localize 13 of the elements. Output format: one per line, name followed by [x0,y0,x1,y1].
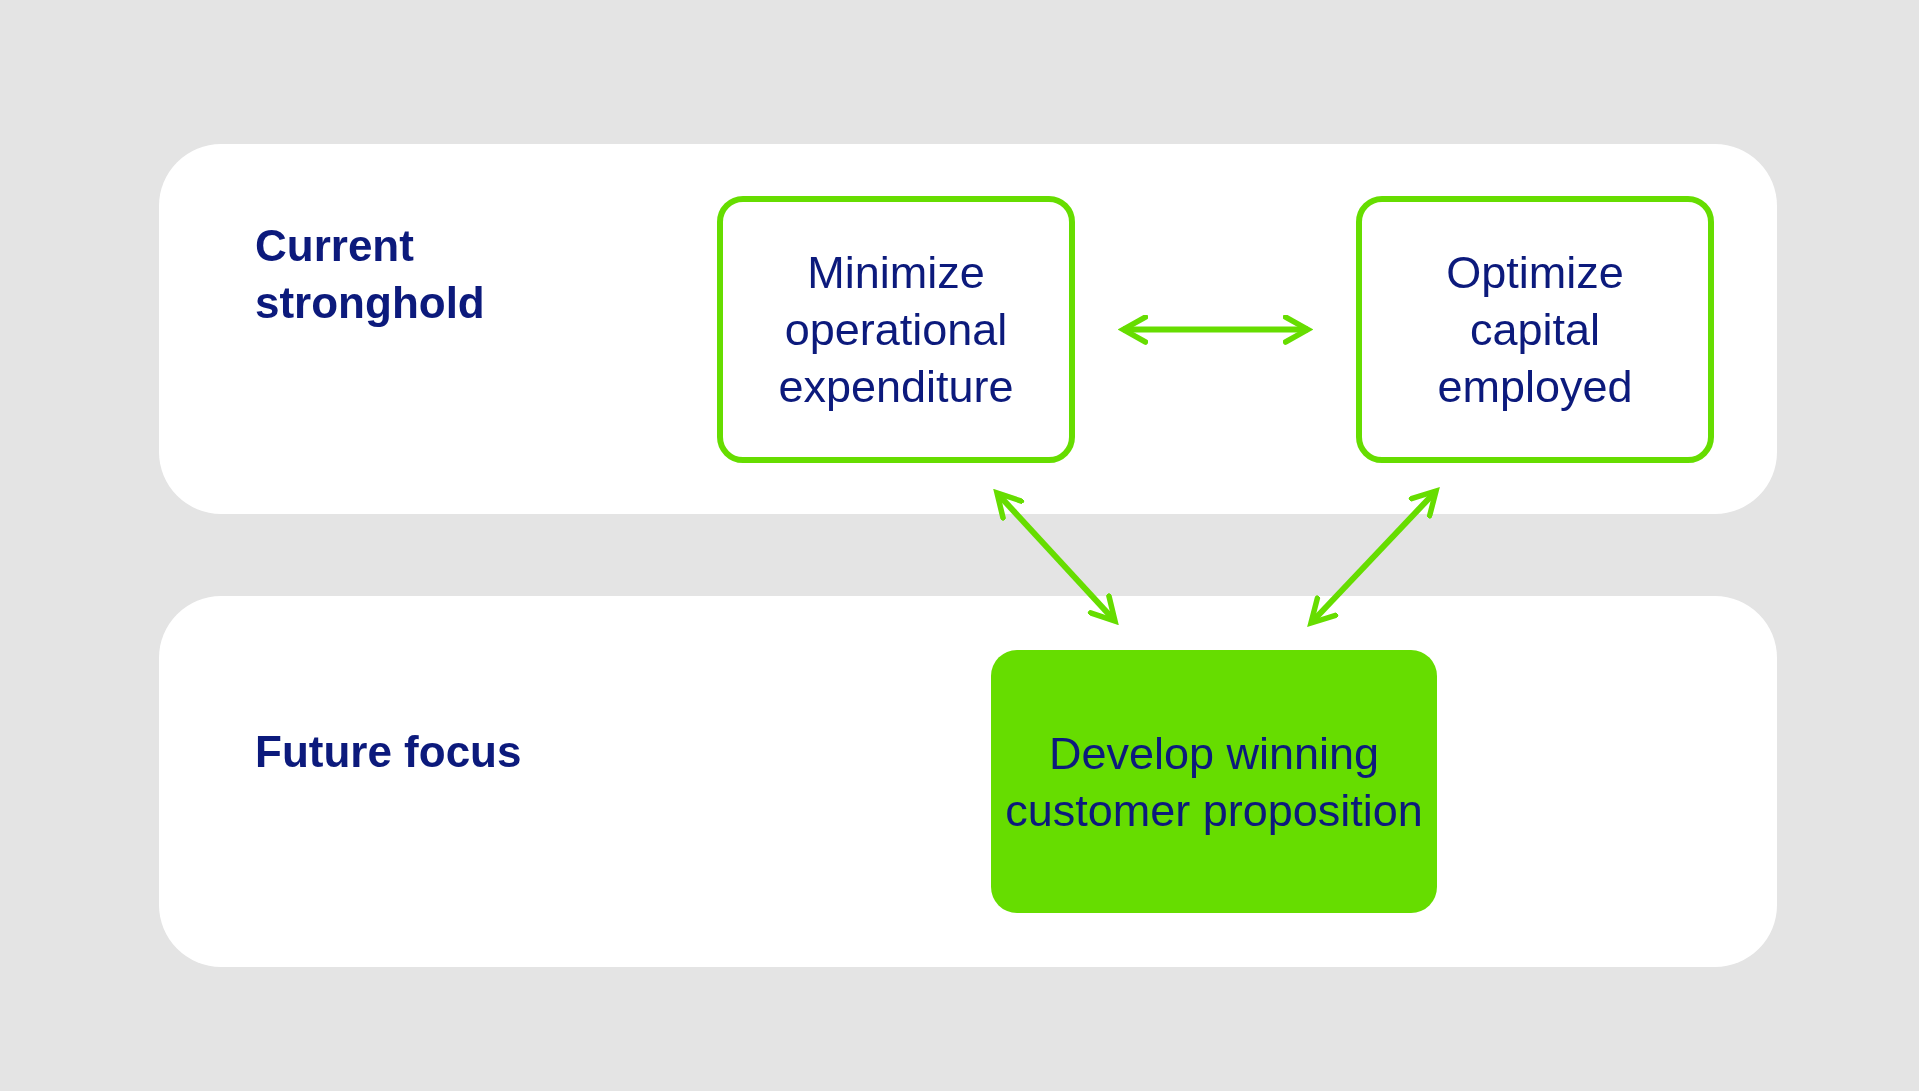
process-box [991,650,1437,913]
band-heading: Current stronghold [255,220,486,329]
process-box [717,196,1075,463]
double-arrow [1120,314,1311,345]
double-arrow [1308,488,1439,626]
box-label: Minimize operational expenditure [777,246,1015,414]
band-panel [159,144,1777,514]
box-label: Develop winning customer proposition [1004,726,1424,838]
band-heading: Future focus [255,725,523,778]
double-arrow [994,490,1118,624]
band-panel [159,596,1777,967]
box-label: Optimize capital employed [1436,246,1634,414]
process-box [1356,196,1714,463]
